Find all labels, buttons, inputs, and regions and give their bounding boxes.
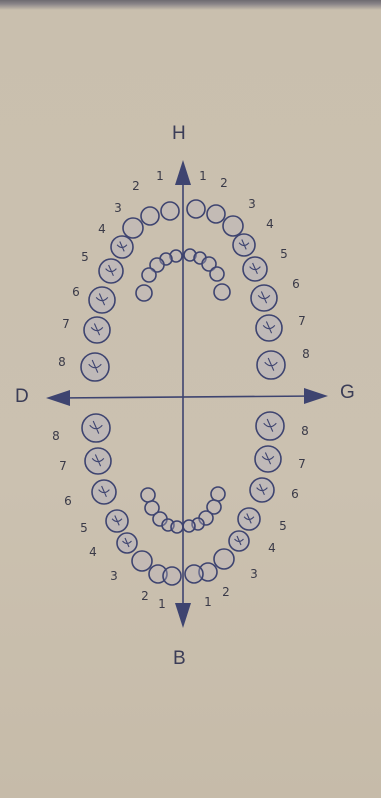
lower-right-number-5: 5 bbox=[279, 519, 287, 533]
lower-right-inner-tooth-5 bbox=[211, 487, 225, 501]
upper-right-tooth-2 bbox=[207, 205, 225, 223]
upper-right-tooth-3 bbox=[223, 216, 243, 236]
lower-left-inner-tooth-1 bbox=[171, 521, 183, 533]
upper-left-number-2: 2 bbox=[132, 179, 140, 193]
lower-right-number-2: 2 bbox=[222, 585, 230, 599]
upper-right-inner-tooth-4 bbox=[210, 267, 224, 281]
upper-right-number-6: 6 bbox=[292, 277, 300, 291]
upper-right-number-2: 2 bbox=[220, 176, 228, 190]
lower-right-number-4: 4 bbox=[268, 541, 276, 555]
lower-right-number-7: 7 bbox=[298, 457, 306, 471]
lower-right-inner-tooth-1 bbox=[183, 520, 195, 532]
lower-left-tooth-1 bbox=[163, 567, 181, 585]
lower-right-number-6: 6 bbox=[291, 487, 299, 501]
upper-left-number-3: 3 bbox=[114, 201, 122, 215]
lower-left-inner-tooth-5 bbox=[141, 488, 155, 502]
upper-right-inner-tooth-5 bbox=[214, 284, 230, 300]
lower-left-number-2: 2 bbox=[141, 589, 149, 603]
lower-left-number-6: 6 bbox=[64, 494, 72, 508]
horizontal-axis bbox=[56, 396, 318, 398]
upper-right-number-3: 3 bbox=[248, 197, 256, 211]
lower-left-number-8: 8 bbox=[52, 429, 60, 443]
upper-left-inner-tooth-4 bbox=[142, 268, 156, 282]
arrow-down-icon bbox=[175, 603, 191, 628]
upper-left-tooth-2 bbox=[141, 207, 159, 225]
lower-left-number-7: 7 bbox=[59, 459, 67, 473]
lower-left-number-5: 5 bbox=[80, 521, 88, 535]
upper-right-number-4: 4 bbox=[266, 217, 274, 231]
lower-left-number-1: 1 bbox=[158, 597, 166, 611]
upper-right-tooth-1 bbox=[187, 200, 205, 218]
lower-right-number-1: 1 bbox=[204, 595, 212, 609]
upper-left-tooth-3 bbox=[123, 218, 143, 238]
upper-left-number-1: 1 bbox=[156, 169, 164, 183]
upper-left-inner-tooth-5 bbox=[136, 285, 152, 301]
upper-left-number-8: 8 bbox=[58, 355, 66, 369]
upper-right-number-7: 7 bbox=[298, 314, 306, 328]
upper-left-number-6: 6 bbox=[72, 285, 80, 299]
upper-left-number-7: 7 bbox=[62, 317, 70, 331]
upper-left-number-4: 4 bbox=[98, 222, 106, 236]
arrow-up-icon bbox=[175, 160, 191, 185]
upper-left-number-5: 5 bbox=[81, 250, 89, 264]
lower-right-number-3: 3 bbox=[250, 567, 258, 581]
lower-left-tooth-3 bbox=[132, 551, 152, 571]
upper-right-number-1: 1 bbox=[199, 169, 207, 183]
lower-left-number-4: 4 bbox=[89, 545, 97, 559]
upper-left-tooth-1 bbox=[161, 202, 179, 220]
upper-right-number-8: 8 bbox=[302, 347, 310, 361]
upper-right-number-5: 5 bbox=[280, 247, 288, 261]
lower-right-tooth-1 bbox=[185, 565, 203, 583]
arrow-left-icon bbox=[46, 390, 70, 406]
arrow-right-icon bbox=[304, 388, 328, 404]
lower-right-number-8: 8 bbox=[301, 424, 309, 438]
lower-right-tooth-3 bbox=[214, 549, 234, 569]
lower-left-number-3: 3 bbox=[110, 569, 118, 583]
